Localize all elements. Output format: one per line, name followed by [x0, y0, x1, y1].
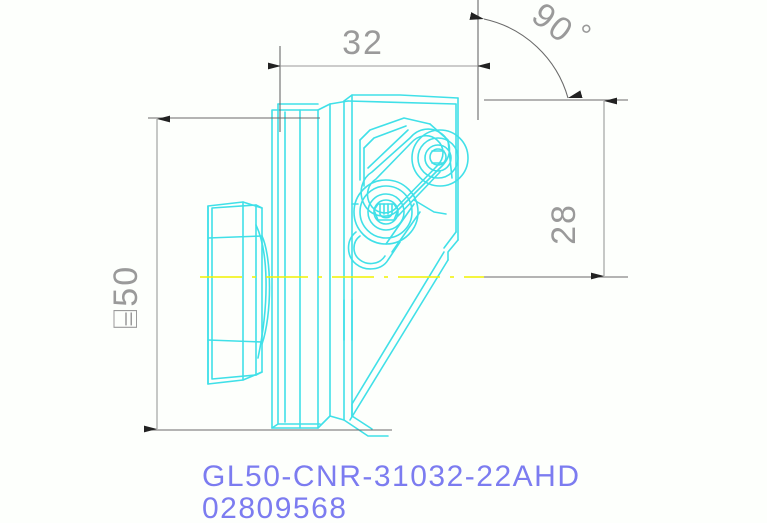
clamp-lower-lobe — [347, 203, 421, 270]
head-inner-lines — [343, 203, 359, 341]
dim-arc-90 — [469, 12, 583, 99]
upper-pivot-boss — [411, 129, 469, 187]
inner-body — [255, 224, 271, 359]
dim-value-28: 28 — [545, 203, 583, 245]
clamp-arm — [360, 128, 451, 217]
main-flange — [271, 100, 349, 429]
knurled-collar — [207, 201, 263, 385]
item-code-label: 02809568 — [202, 492, 347, 523]
part-number-label: GL50-CNR-31032-22AHD — [202, 460, 581, 493]
dim-value-diameter-50: ⌸50 — [107, 265, 145, 329]
dim-value-32: 32 — [342, 24, 384, 62]
